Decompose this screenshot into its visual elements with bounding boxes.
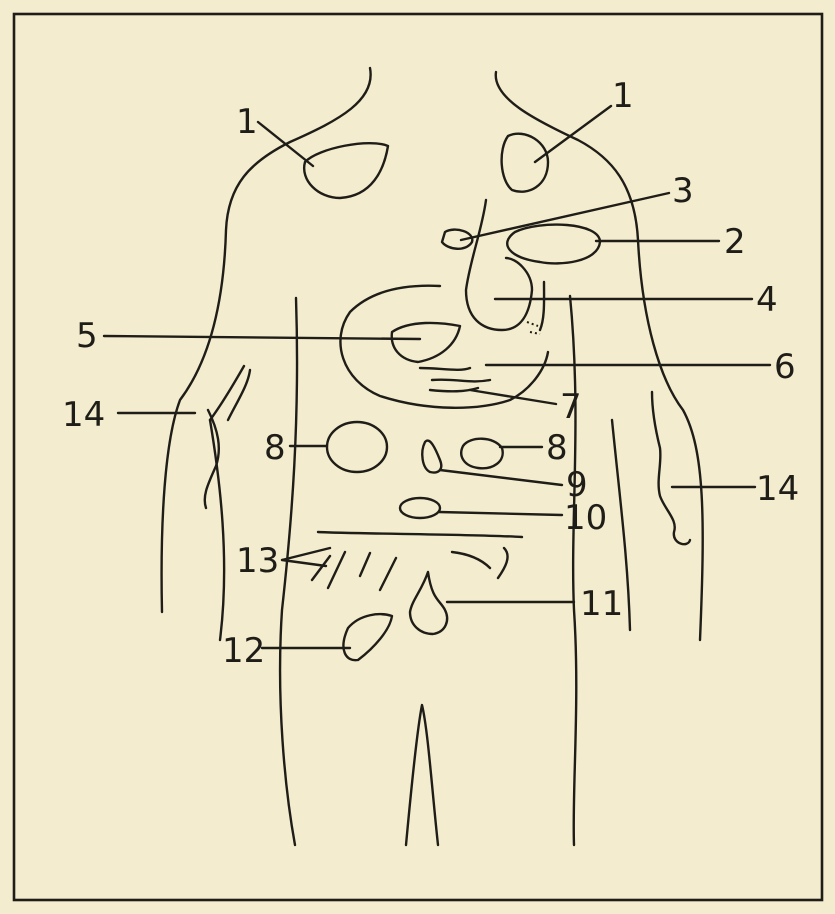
leader-7: [470, 390, 556, 404]
stomach-wall: [540, 282, 544, 330]
reproductive-shape: [343, 614, 392, 660]
label-reproductive: 12: [222, 631, 265, 671]
diagram-frame: [14, 14, 822, 900]
label-pancreas-head: 3: [672, 171, 694, 211]
intestine-squiggles: [312, 548, 508, 590]
right-torso-line: [570, 296, 576, 845]
left-inner-arm: [210, 420, 224, 640]
leader-5: [104, 336, 420, 339]
label-kidney-left: 8: [264, 428, 286, 468]
gallbladder-shape: [422, 441, 441, 473]
label-thyroid-right: 1: [612, 76, 634, 116]
body-outline: [162, 68, 703, 845]
label-bladder: 11: [580, 584, 623, 624]
left-torso-line: [280, 298, 297, 845]
organs: [205, 134, 690, 661]
label-colon-left: 14: [62, 395, 105, 435]
legs-split: [406, 705, 438, 845]
label-colon-right: 14: [756, 469, 799, 509]
liver-lobe-shape: [392, 323, 460, 362]
leader-1-left: [258, 122, 313, 166]
label-duodenum: 7: [560, 387, 582, 427]
label-stomach-body: 6: [774, 347, 796, 387]
label-spleen: 2: [724, 222, 746, 262]
kidney-right-shape: [461, 439, 502, 469]
duodenum-shape: [420, 368, 490, 391]
leader-9: [440, 470, 562, 485]
pylorus-marks: [527, 322, 540, 334]
label-navel: 10: [564, 498, 607, 538]
label-liver-lobe: 5: [76, 316, 98, 356]
spleen-shape: [507, 225, 600, 264]
label-intestines: 13: [236, 541, 279, 581]
bladder-shape: [410, 572, 447, 634]
navel-shape: [400, 498, 440, 518]
label-kidney-right: 8: [546, 428, 568, 468]
thyroid-right-shape: [502, 134, 548, 192]
intestine-line: [318, 532, 522, 537]
kidney-left-shape: [327, 422, 387, 472]
leader-10: [439, 512, 562, 515]
leader-lines: [104, 106, 770, 648]
stomach-upper-shape: [466, 200, 532, 330]
thyroid-left-shape: [304, 143, 388, 198]
label-thyroid-left: 1: [236, 102, 258, 142]
right-outline: [496, 72, 703, 640]
label-stomach-upper: 4: [756, 280, 778, 320]
stomach-body-shape: [340, 286, 548, 408]
